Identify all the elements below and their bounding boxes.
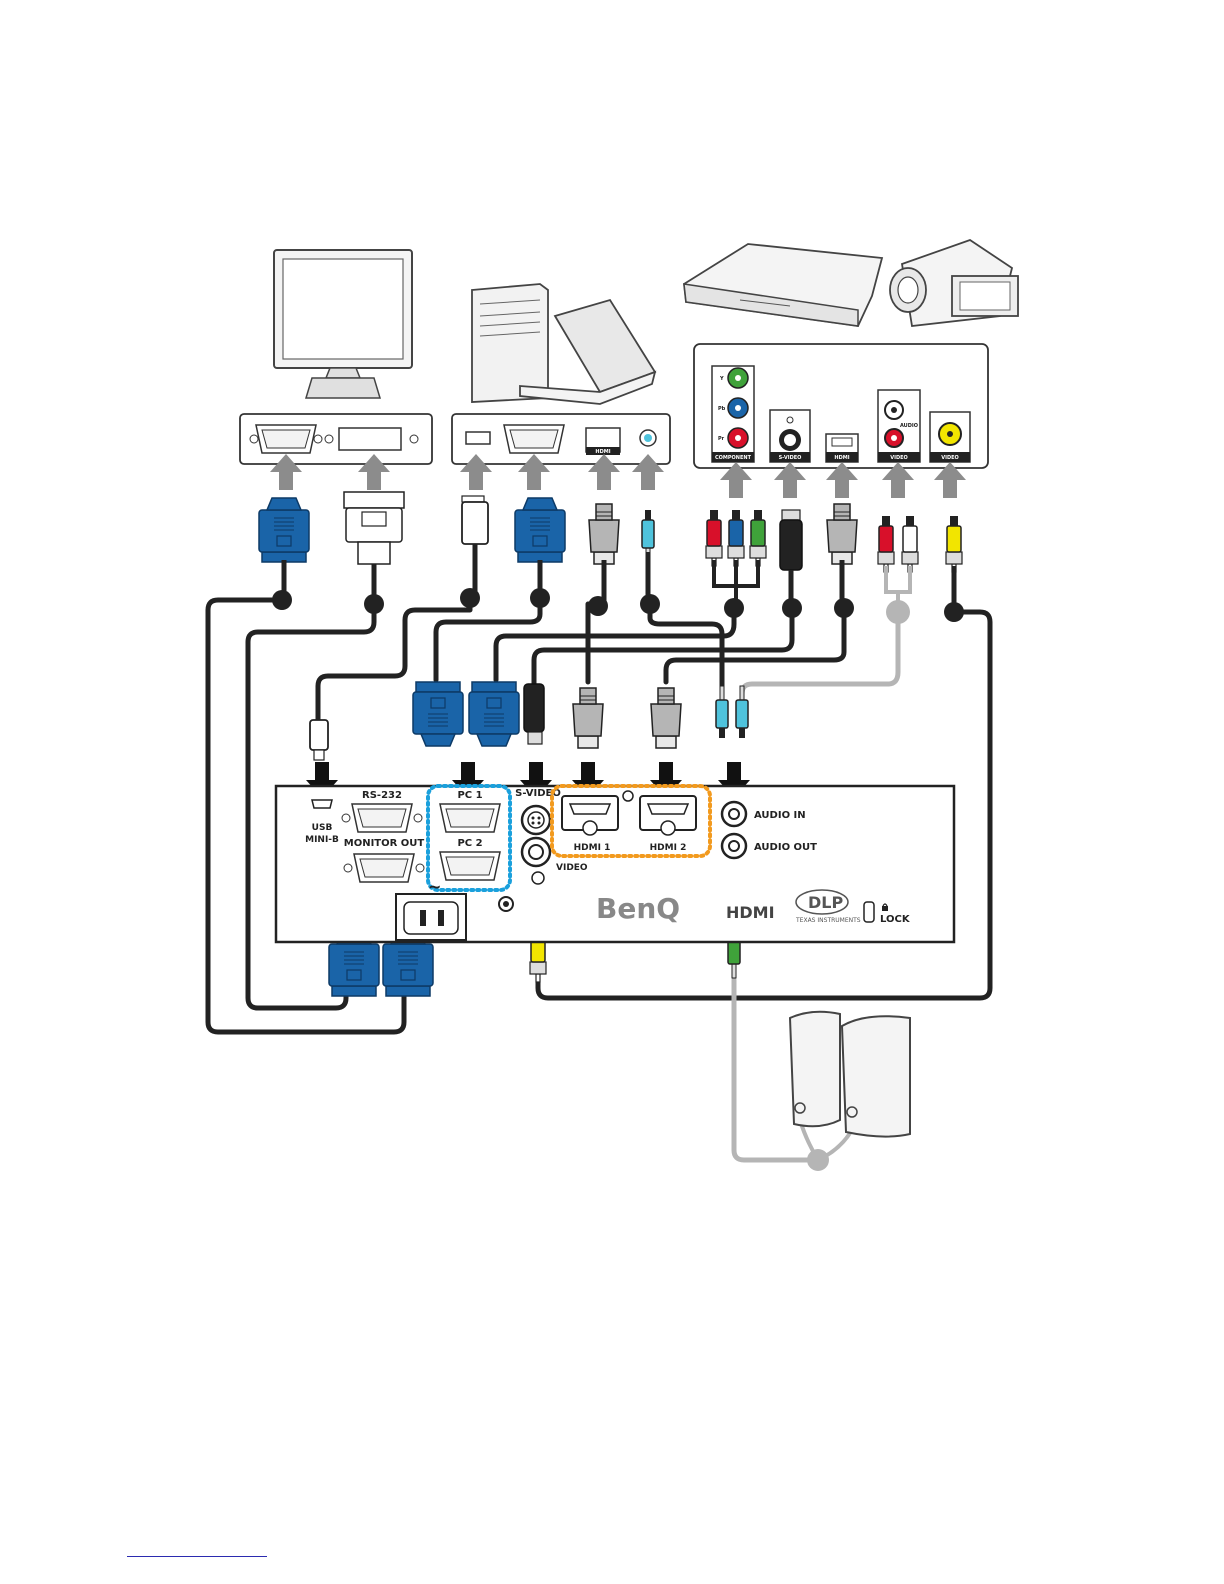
usb-label: USB bbox=[312, 823, 333, 833]
ac-tilde: ~ bbox=[428, 877, 441, 896]
monitor-icon bbox=[274, 250, 412, 398]
camcorder-icon bbox=[890, 240, 1018, 326]
hdmi-panel-label: HDMI bbox=[834, 455, 849, 461]
usb-sub-label: MINI-B bbox=[305, 835, 339, 845]
component-label: COMPONENT bbox=[715, 455, 752, 461]
video-audio-panel-label: VIDEO bbox=[890, 455, 908, 461]
video-label: VIDEO bbox=[556, 863, 588, 873]
svg-text:HDMI: HDMI bbox=[726, 903, 775, 922]
upper-connectors bbox=[259, 492, 962, 612]
footer-rule bbox=[127, 1556, 267, 1557]
av-port-panel: Y Pb Pr COMPONENT S-VIDEO HDMI AUDIO VID… bbox=[694, 344, 988, 468]
hdmi2-label: HDMI 2 bbox=[650, 843, 687, 853]
speakers-icon bbox=[790, 1012, 910, 1137]
projector-back-panel: USB MINI-B RS-232 MONITOR OUT PC 1 PC 2 bbox=[276, 786, 954, 942]
hdmi-logo: HDMI bbox=[726, 903, 775, 922]
pc-hdmi-label: HDMI bbox=[595, 449, 610, 455]
monitor-out-label: MONITOR OUT bbox=[344, 838, 425, 849]
ti-label: TEXAS INSTRUMENTS bbox=[795, 917, 861, 924]
desktop-pc-icon bbox=[472, 284, 548, 402]
comp-pr-label: Pr bbox=[718, 436, 725, 442]
pc2-label: PC 2 bbox=[457, 838, 482, 849]
audio-in-label: AUDIO IN bbox=[754, 810, 806, 821]
svg-text:DLP: DLP bbox=[808, 893, 843, 912]
hdmi1-label: HDMI 1 bbox=[574, 843, 611, 853]
svideo-panel-label: S-VIDEO bbox=[779, 455, 802, 461]
pc-port-panel: HDMI bbox=[452, 414, 670, 464]
comp-pb-label: Pb bbox=[718, 406, 726, 412]
dvd-player-icon bbox=[684, 244, 882, 326]
comp-y-label: Y bbox=[719, 376, 724, 382]
pc1-label: PC 1 bbox=[457, 790, 482, 801]
video-panel-label: VIDEO bbox=[941, 455, 959, 461]
audio-out-label: AUDIO OUT bbox=[754, 842, 817, 853]
rs232-label: RS-232 bbox=[362, 790, 402, 801]
lock-label: LOCK bbox=[880, 914, 911, 925]
monitor-port-panel bbox=[240, 414, 432, 464]
benq-logo: BenQ bbox=[596, 892, 680, 925]
audio-panel-label: AUDIO bbox=[900, 423, 918, 429]
